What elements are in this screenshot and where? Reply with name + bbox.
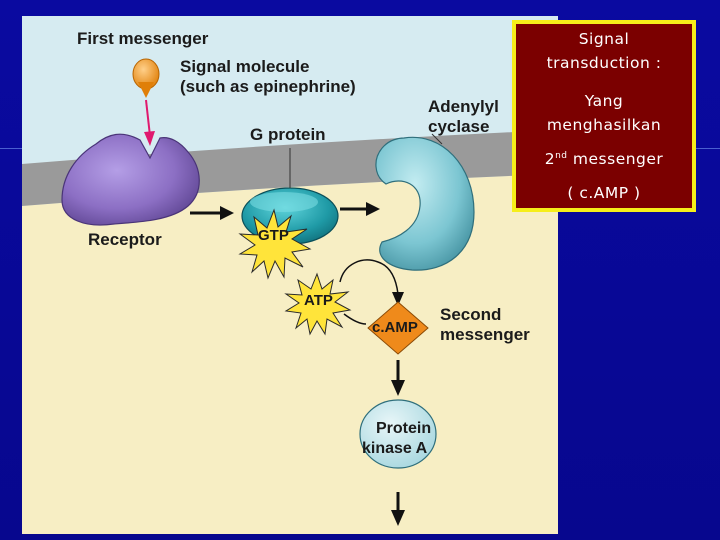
callout-ordinal-suffix: nd [555, 151, 568, 161]
signal-molecule-icon [132, 58, 160, 98]
signal-transduction-callout: Signal transduction : Yang menghasilkan … [512, 20, 696, 212]
receptor-label: Receptor [88, 230, 162, 249]
adenylyl-pointer [431, 133, 443, 145]
camp-diamond [367, 301, 429, 355]
adenylyl-cyclase-label: Adenylyl [428, 97, 499, 116]
first-messenger-label: First messenger [77, 29, 209, 48]
second-messenger-label-2: messenger [440, 325, 530, 344]
arrow-pka-downstream [391, 492, 405, 526]
signal-molecule-label: Signal molecule [180, 57, 310, 76]
callout-messenger-text: messenger [567, 150, 664, 168]
callout-line-1: Signal [578, 30, 630, 48]
callout-line-3: Yang [584, 92, 624, 110]
adenylyl-cyclase [375, 136, 475, 271]
callout-line-5: 2nd messenger [516, 150, 692, 169]
camp-label: c.AMP [372, 319, 418, 336]
adenylyl-cyclase-label-2: cyclase [428, 117, 490, 136]
arrow-camp-to-pka [391, 360, 405, 396]
callout-line-4: menghasilkan [546, 116, 662, 134]
callout-number: 2 [544, 150, 556, 168]
arrow-atp-to-camp [343, 313, 367, 325]
arrow-gprotein-to-cyclase [340, 202, 380, 216]
arrow-receptor-to-gprotein [190, 206, 234, 220]
second-messenger-label: Second [440, 305, 502, 324]
decorative-line [0, 148, 22, 149]
binding-arrow [144, 99, 155, 146]
signal-molecule-example: (such as epinephrine) [180, 77, 356, 96]
callout-line-6: ( c.AMP ) [567, 184, 641, 202]
pathway-illustration [22, 58, 558, 534]
signal-transduction-figure: First messenger Signal molecule (such as… [22, 16, 558, 534]
protein-kinase-a [359, 399, 437, 469]
pka-label-2: kinase A [362, 440, 428, 457]
atp-label: ATP [304, 292, 333, 309]
gtp-burst-icon [238, 208, 312, 280]
gtp-label: GTP [258, 227, 289, 244]
g-protein-label: G protein [250, 125, 326, 144]
atp-burst-icon [284, 272, 352, 336]
receptor-protein [61, 133, 200, 226]
pka-label: Protein [376, 420, 432, 437]
arrow-cyclase-to-camp [339, 259, 404, 306]
callout-line-2: transduction : [546, 54, 662, 72]
